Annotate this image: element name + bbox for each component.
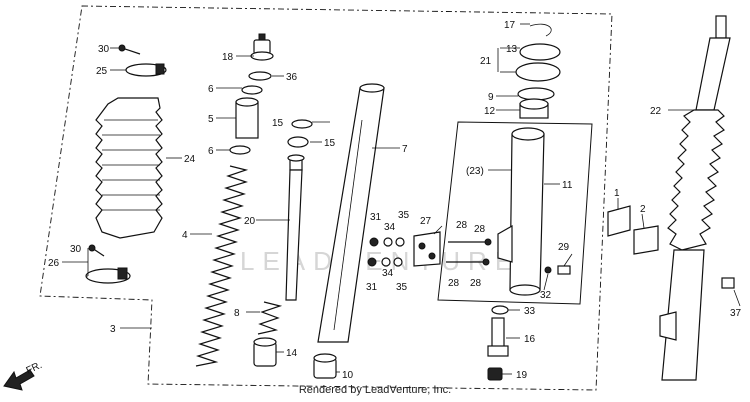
- damper-rod-20: [285, 154, 305, 301]
- guide-bushing-12: [519, 98, 549, 119]
- axle-holder-27: [413, 231, 441, 267]
- callout-6-bottom: 6: [208, 146, 214, 157]
- callout-14: 14: [286, 348, 298, 359]
- leader-lines: [62, 23, 741, 375]
- fork-boot-24: [95, 97, 163, 239]
- callout-numbers: 30 25 24 30 26 3 4 5 6 6 18 36 15 15 20 …: [48, 20, 742, 381]
- callout-1: 1: [614, 188, 620, 199]
- direction-label: FR.: [25, 360, 44, 377]
- callout-23: (23): [466, 166, 484, 177]
- callout-4: 4: [182, 230, 188, 241]
- callout-32: 32: [540, 290, 552, 301]
- outer-tube-frame: [437, 121, 593, 305]
- boot-band-25: [118, 44, 167, 77]
- holder-bolts-28: [446, 238, 492, 266]
- washer-6-top: [241, 85, 263, 95]
- callout-17: 17: [504, 20, 516, 31]
- drain-bolt-29-32: [544, 265, 571, 275]
- callout-28-a: 28: [456, 220, 468, 231]
- callout-5: 5: [208, 114, 214, 125]
- callout-25: 25: [96, 66, 108, 77]
- sealing-washer-33: [491, 305, 509, 315]
- callout-8: 8: [234, 308, 240, 319]
- assembly-frame: [39, 5, 613, 391]
- bracket-1: [607, 205, 631, 237]
- fork-assembly-22: [659, 15, 735, 381]
- oil-lock-piece-14: [253, 337, 277, 367]
- o-ring-36: [248, 71, 272, 81]
- slide-bushing-10: [313, 353, 337, 379]
- callout-22: 22: [650, 106, 662, 117]
- callout-28-d: 28: [470, 278, 482, 289]
- callout-29: 29: [558, 242, 570, 253]
- front-direction-arrow: [3, 369, 35, 391]
- fork-pipe-7: [317, 83, 385, 343]
- callout-33: 33: [524, 306, 536, 317]
- callout-11: 11: [562, 180, 573, 191]
- callout-15-bottom: 15: [324, 138, 336, 149]
- callout-13: 13: [506, 44, 518, 55]
- callout-30-bottom: 30: [70, 244, 82, 255]
- socket-bolt-16: [487, 317, 509, 357]
- stopper-ring-17: [529, 23, 552, 37]
- callout-3: 3: [110, 324, 116, 335]
- spacer-collar-5: [235, 97, 259, 139]
- callout-12: 12: [484, 106, 496, 117]
- callout-28-b: 28: [474, 224, 486, 235]
- callout-34-bottom: 34: [382, 268, 394, 279]
- callout-37: 37: [730, 308, 742, 319]
- back-up-ring-9: [517, 87, 555, 101]
- washer-6-bottom: [229, 145, 251, 155]
- callout-10: 10: [342, 370, 354, 381]
- watermark-text: LEADVENTURE: [240, 246, 520, 276]
- callout-16: 16: [524, 334, 536, 345]
- callout-18: 18: [222, 52, 234, 63]
- callout-27: 27: [420, 216, 432, 227]
- callout-35-bottom: 35: [396, 282, 408, 293]
- callout-19: 19: [516, 370, 528, 381]
- callout-20: 20: [244, 216, 256, 227]
- washer-15-top: [291, 119, 313, 129]
- callout-7: 7: [402, 144, 408, 155]
- callout-31-bottom: 31: [366, 282, 378, 293]
- callout-36: 36: [286, 72, 298, 83]
- callout-9: 9: [488, 92, 494, 103]
- callout-30-top: 30: [98, 44, 110, 55]
- callout-21: 21: [480, 56, 492, 67]
- outer-tube-23: [497, 127, 545, 296]
- callout-6-top: 6: [208, 84, 214, 95]
- dust-seal-13: [519, 43, 561, 61]
- callout-34-top: 34: [384, 222, 396, 233]
- cap-19: [487, 367, 503, 381]
- nuts-washers-31-34-35: [367, 237, 405, 267]
- rebound-spring-8: [257, 301, 283, 335]
- boot-band-26: [85, 244, 131, 284]
- washer-15-bottom: [287, 136, 309, 148]
- callout-35-top: 35: [398, 210, 410, 221]
- callout-26: 26: [48, 258, 60, 269]
- callout-15-top: 15: [272, 118, 284, 129]
- bracket-2: [633, 225, 659, 255]
- callout-28-c: 28: [448, 278, 460, 289]
- oil-seal-21: [515, 62, 561, 82]
- callout-24: 24: [184, 154, 196, 165]
- fork-bolt-18: [250, 33, 274, 61]
- callout-31-top: 31: [370, 212, 382, 223]
- diagram-caption: Rendered by LeadVenture, Inc.: [298, 384, 452, 396]
- fork-spring-4: [195, 165, 249, 367]
- callout-2: 2: [640, 204, 646, 215]
